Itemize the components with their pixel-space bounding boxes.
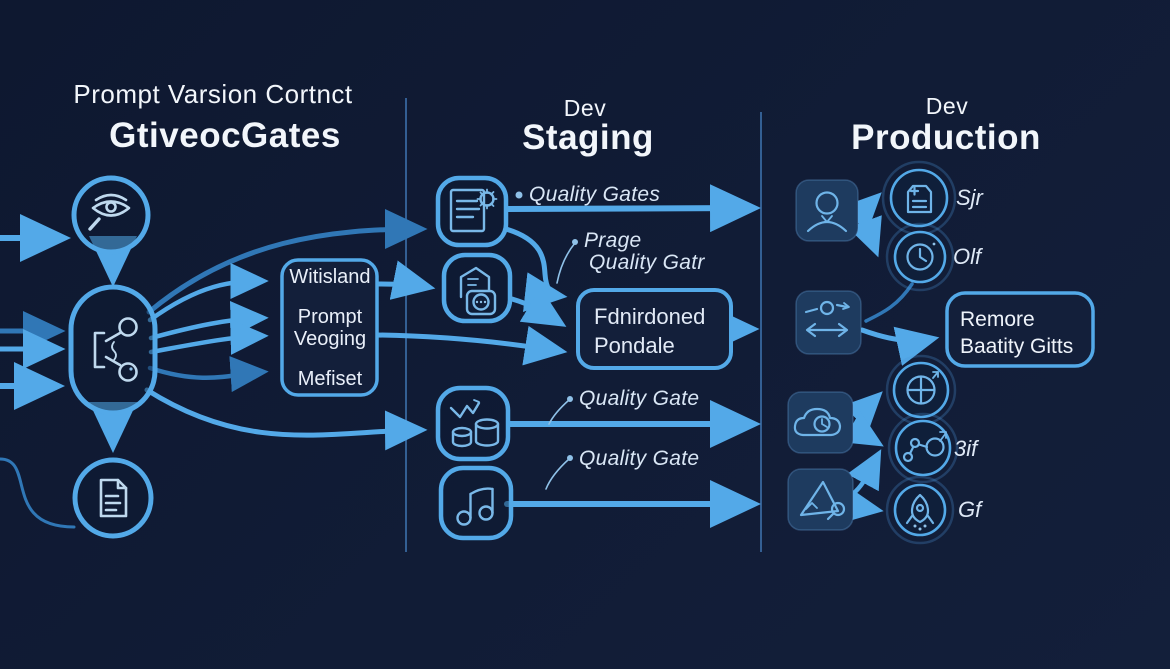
eye-magnifier-icon: [88, 193, 131, 231]
node-house-chat: [441, 252, 513, 324]
column3-subtitle: Dev: [925, 93, 969, 119]
node-doc-gear: [435, 175, 509, 248]
remote-box-label: Remore Baatity Gitts: [960, 308, 1074, 358]
node-commit: [795, 290, 862, 355]
node-cloud: [787, 391, 854, 454]
version-box: Witisland Prompt Veoging Mefiset: [284, 266, 376, 390]
version-box-outline: [280, 258, 379, 397]
clock-icon: [906, 242, 936, 271]
label-sjr: Sjr: [956, 185, 983, 210]
node-person: [795, 179, 859, 242]
node-growth: [887, 412, 959, 484]
document-gear-icon: [449, 188, 498, 233]
triangle-search-icon: [799, 480, 846, 521]
document-icon: [99, 478, 128, 518]
label-prage: Prage: [584, 229, 642, 252]
column2-subtitle: Dev: [563, 95, 607, 121]
document-plus-icon: [906, 184, 933, 214]
column3-title: Production: [851, 118, 1041, 157]
label-quality-gates: Quality Gates: [529, 183, 661, 206]
crosshair-compass-icon: [906, 371, 939, 405]
label-3if: 3if: [954, 436, 978, 461]
node-data-chart: [435, 385, 511, 462]
label-quality-gatr: Quality Gatr: [589, 251, 705, 274]
column1-title: GtiveocGates: [109, 116, 341, 155]
remote-box-outline: [945, 291, 1095, 368]
git-branch-icon: [93, 317, 138, 382]
node-branch: [68, 284, 158, 416]
house-chat-icon: [459, 266, 497, 316]
version-item: Witisland: [289, 266, 371, 288]
music-note-icon: [456, 487, 494, 526]
node-document: [72, 457, 154, 539]
database-chart-icon: [449, 399, 500, 448]
label-olf: Olf: [953, 244, 982, 269]
label-quality-gate-b: Quality Gate: [579, 447, 700, 470]
label-quality-gate-a: Quality Gate: [579, 387, 700, 410]
node-alert: [787, 468, 854, 531]
column2-title: Staging: [522, 118, 654, 157]
rocket-icon: [905, 493, 935, 531]
network-growth-icon: [902, 431, 947, 463]
column-dividers: [405, 98, 762, 552]
center-box-outline: [576, 288, 733, 370]
node-clock: [885, 222, 955, 292]
node-music: [438, 465, 514, 541]
node-compass: [885, 354, 957, 426]
person-icon: [806, 191, 848, 233]
label-gf: Gf: [958, 497, 982, 522]
connector-lines: [0, 184, 940, 529]
column1-subtitle: Prompt Varsion Cortnct: [73, 79, 353, 109]
cloud-check-icon: [793, 407, 842, 437]
center-box-label: Fdnirdoned Pondale: [594, 304, 706, 358]
version-item: Prompt Veoging: [293, 306, 367, 350]
version-item: Mefiset: [297, 368, 363, 390]
node-inspect: [71, 175, 151, 255]
commit-arrows-icon: [804, 300, 850, 338]
node-rocket: [885, 475, 955, 545]
